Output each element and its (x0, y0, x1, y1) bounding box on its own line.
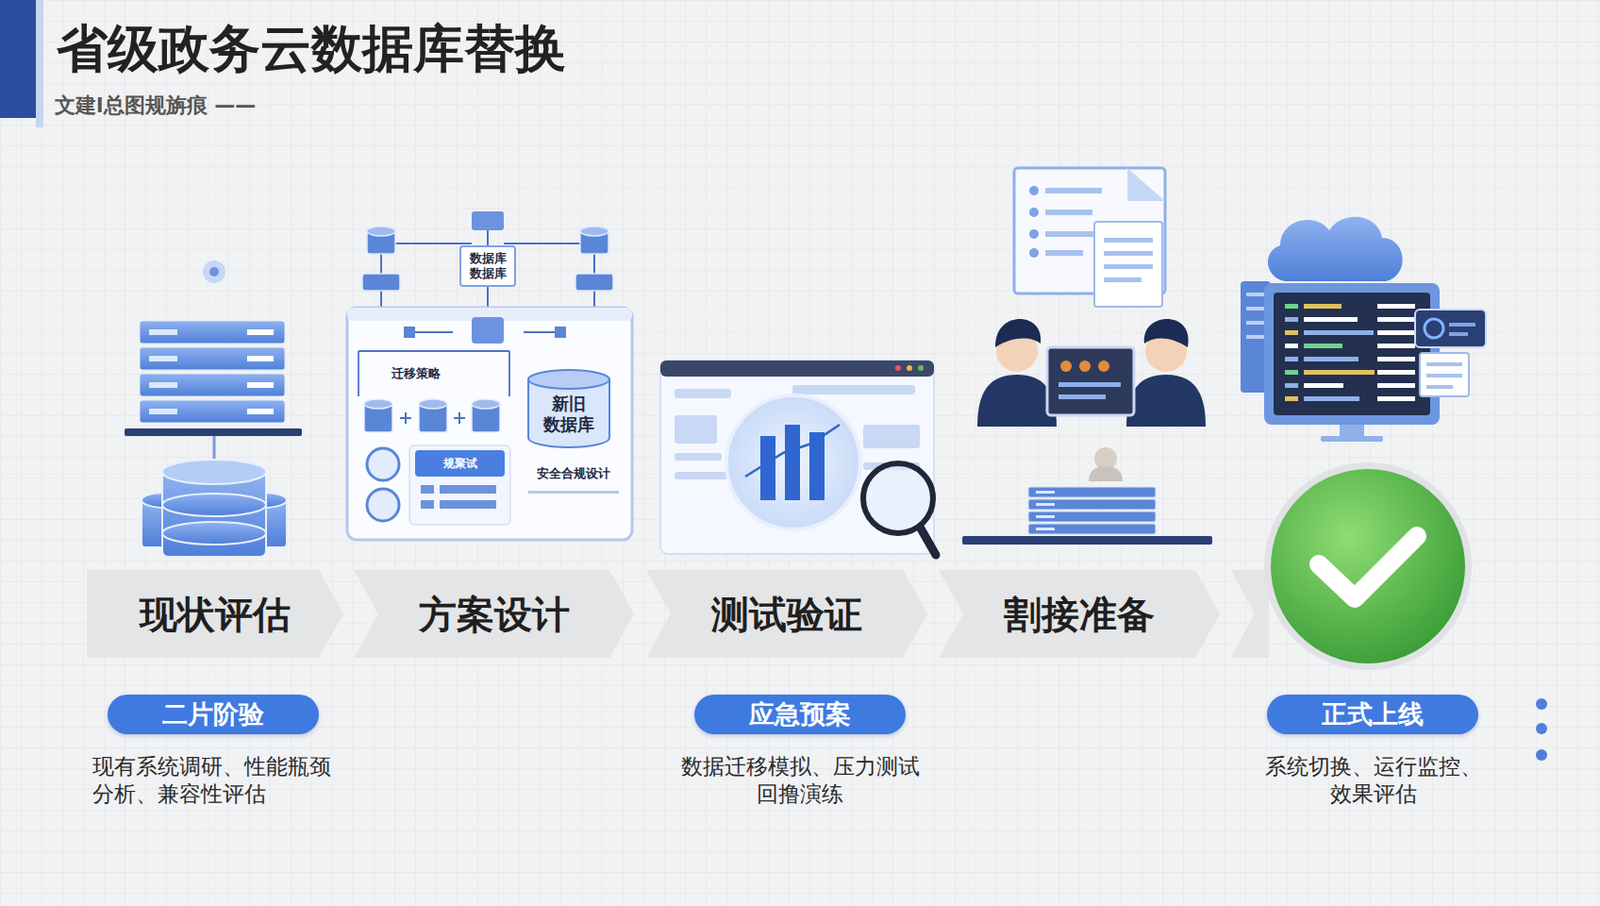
header-bar (35, 0, 44, 128)
subtitle: 文建l总图规旃痕 —— (54, 92, 376, 119)
node-text: 现状评估 (139, 591, 291, 637)
action-button: 规聚试 (415, 450, 505, 477)
monitor-illustration (1240, 216, 1486, 442)
stage-chevron: 方案设计 (353, 569, 634, 658)
stage-chevron: 现状评估 (86, 569, 344, 658)
node-text: 数据库 数据库 (466, 250, 509, 281)
cutover-illustration (962, 167, 1213, 545)
stage-chevron: 测试验证 (646, 569, 928, 658)
stage-description: 系统切换、运行监控、 效果评估 (1260, 752, 1487, 808)
node-text: 方案设计 (418, 591, 570, 637)
stage-description: 现有系统调研、性能瓶颈 分析、兼容性评估 (92, 752, 350, 808)
panel-label: 安全合规设计 (522, 466, 625, 483)
node-text: 正式上线 (1321, 699, 1424, 730)
phase-pill: 应急预案 (694, 694, 906, 734)
node-text: 新旧 数据库 (540, 393, 598, 434)
page-title: 省级政务云数据库替换 (56, 18, 567, 81)
node-text: 二片阶验 (162, 699, 265, 730)
panel-label: 迁移策略 (381, 366, 451, 383)
test-window-illustration (660, 360, 936, 555)
check-badge (1264, 462, 1472, 670)
header-bar (0, 0, 36, 118)
phase-pill: 二片阶验 (107, 694, 319, 734)
node-text: 规聚试 (443, 456, 478, 470)
phase-pill: 正式上线 (1266, 694, 1479, 734)
db-box: 数据库 数据库 (459, 245, 517, 287)
chevron-stub (1231, 569, 1269, 658)
stage-description: 数据迁移模拟、压力测试 回撸演练 (671, 752, 929, 808)
node-text: 应急预案 (749, 699, 851, 730)
db-cylinder: 新旧 数据库 (526, 367, 612, 450)
server-illustration (124, 260, 302, 557)
node-text: 测试验证 (711, 591, 863, 637)
design-panel-illustration (347, 211, 633, 540)
node-text: 割接准备 (1003, 591, 1155, 637)
page-dots (1535, 698, 1548, 761)
stage-chevron: 割接准备 (938, 569, 1220, 658)
